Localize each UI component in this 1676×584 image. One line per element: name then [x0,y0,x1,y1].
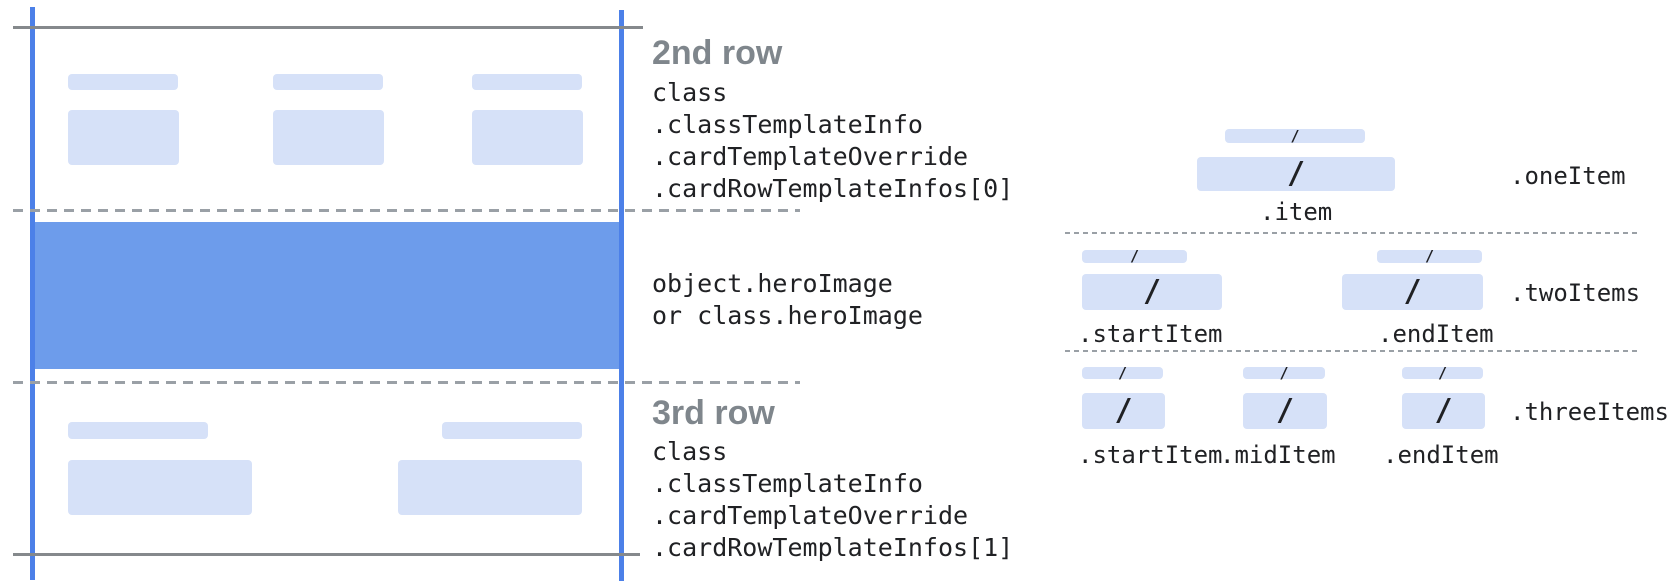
two-items-end-label: .endItem [1378,320,1494,348]
three-items-mid-title-bar: / [1243,363,1325,382]
hero-path-text: object.heroImage or class.heroImage [652,268,923,332]
slash-glyph: / [1129,247,1140,265]
hero-image-band [35,222,619,369]
three-items-mid-value-bar: / [1243,393,1327,429]
row2-heading: 2nd row [652,34,783,72]
row2-col3-label-placeholder [472,74,582,90]
one-two-divider [1065,232,1640,234]
three-items-start-title-bar: / [1082,363,1163,382]
two-items-end-value-bar: / [1342,274,1483,310]
one-item-title-bar: / [1225,126,1365,145]
two-three-divider [1065,350,1640,352]
slash-glyph: / [1286,156,1306,191]
row2-path-line: class [652,78,728,107]
two-items-start-title-bar: / [1082,247,1187,265]
slash-glyph: / [1424,247,1435,265]
three-items-start-label: .startItem [1078,441,1223,469]
right-guide-line [619,10,624,581]
row3-path-line: .classTemplateInfo [652,469,923,498]
slash-glyph: / [1275,393,1295,428]
row3-path-text: class .classTemplateInfo .cardTemplateOv… [652,436,1013,564]
row2-col1-label-placeholder [68,74,178,90]
hero-path-line: object.heroImage [652,269,893,298]
slash-glyph: / [1142,274,1162,309]
row3-path-line: .cardTemplateOverride [652,501,969,530]
row2-col2-value-placeholder [273,110,384,165]
two-items-start-value-bar: / [1082,274,1222,310]
slash-glyph: / [1290,126,1300,145]
slash-glyph: / [1403,274,1422,309]
slash-glyph: / [1434,393,1453,428]
three-items-section-label: .threeItems [1510,398,1669,426]
row2-path-line: .cardTemplateOverride [652,142,969,171]
row3-path-line: .cardRowTemplateInfos[1] [652,533,1014,562]
three-items-start-value-bar: / [1082,393,1165,429]
slash-glyph: / [1437,363,1448,382]
row2-col2-label-placeholder [273,74,383,90]
row3-heading: 3rd row [652,394,775,432]
two-items-end-title-bar: / [1377,247,1482,265]
row3-start-value-placeholder [68,460,252,515]
left-guide-line [30,7,35,580]
slash-glyph: / [1114,393,1133,428]
row3-end-value-placeholder [398,460,582,515]
two-items-start-label: .startItem [1078,320,1223,348]
hero-row3-divider [13,381,800,384]
one-item-label: .item [1260,198,1333,226]
two-items-section-label: .twoItems [1510,279,1641,307]
three-items-mid-label: .midItem [1220,441,1336,469]
three-items-end-title-bar: / [1402,363,1483,382]
three-items-end-value-bar: / [1402,393,1485,429]
row3-path-line: class [652,437,728,466]
slash-glyph: / [1279,363,1289,382]
one-item-value-bar: / [1197,157,1395,191]
row3-start-label-placeholder [68,422,208,439]
card-bottom-rule [13,553,640,556]
row2-path-text: class .classTemplateInfo .cardTemplateOv… [652,77,1013,205]
row2-hero-divider [13,209,800,212]
three-items-end-label: .endItem [1383,441,1499,469]
row2-path-line: .cardRowTemplateInfos[0] [652,174,1014,203]
row3-end-label-placeholder [442,422,582,439]
slash-glyph: / [1117,363,1128,382]
row2-col3-value-placeholder [472,110,583,165]
one-item-section-label: .oneItem [1510,162,1626,190]
row2-col1-value-placeholder [68,110,179,165]
hero-path-line: or class.heroImage [652,301,923,330]
row2-path-line: .classTemplateInfo [652,110,923,139]
card-top-rule [13,26,643,29]
